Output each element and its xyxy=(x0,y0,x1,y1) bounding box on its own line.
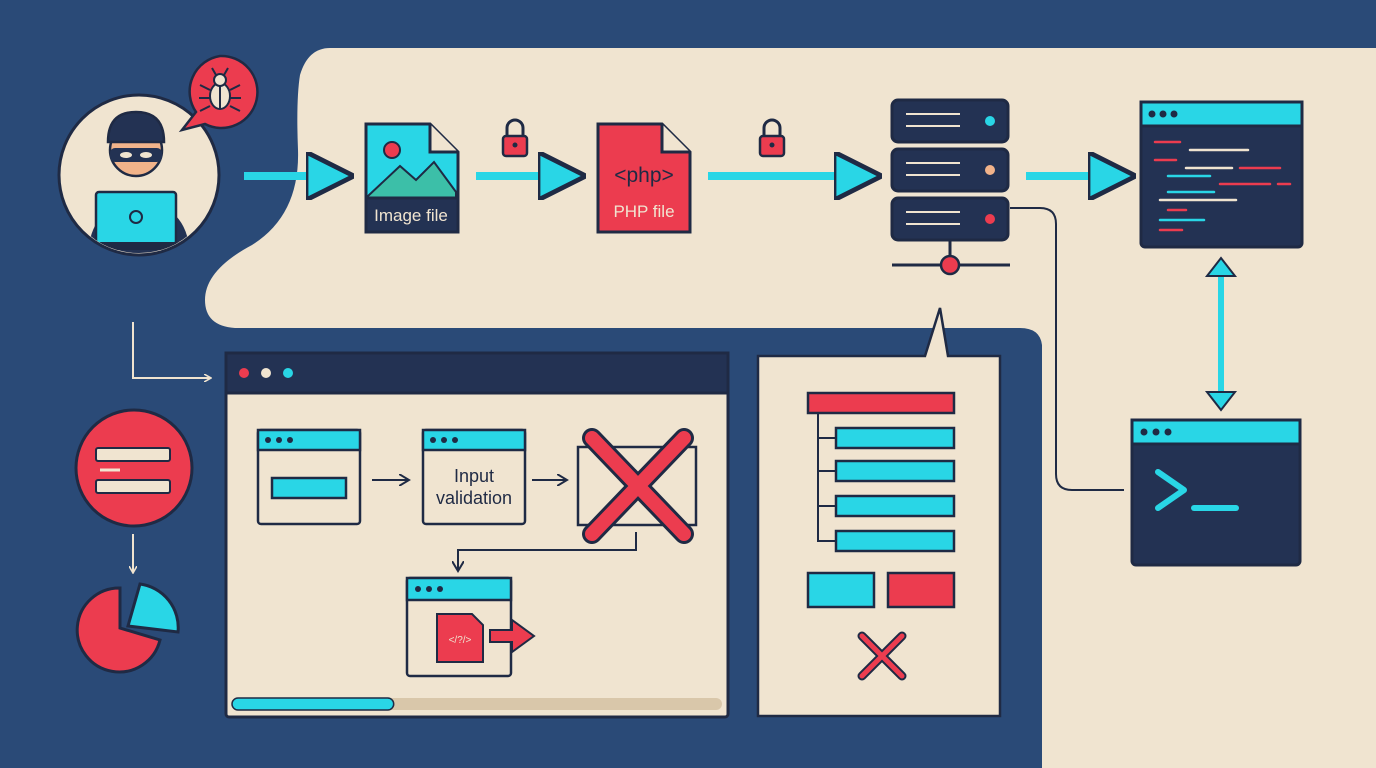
terminal-prompt-icon: >_ xyxy=(1130,418,1302,567)
php-file-icon: <php> PHP file xyxy=(596,122,692,234)
pie-chart-icon xyxy=(75,582,180,674)
padlock-icon xyxy=(758,118,786,158)
code-file-icon: </?/> xyxy=(436,613,484,663)
padlock-icon xyxy=(501,118,529,158)
image-file-icon: Image file xyxy=(364,122,460,234)
form-window xyxy=(256,428,362,526)
small-file-code-label: </?/> xyxy=(449,635,472,646)
document-panel xyxy=(756,307,1002,718)
attacker-icon xyxy=(57,93,221,257)
connector-server-to-terminal xyxy=(1010,207,1124,491)
upload-progress-bar xyxy=(231,697,722,711)
background-panels xyxy=(205,48,1376,768)
php-file-label: PHP file xyxy=(613,202,674,221)
rejected-box-icon xyxy=(576,428,698,544)
input-validation-label-line2: validation xyxy=(436,488,512,508)
upload-arrow-icon xyxy=(489,618,536,654)
bidirectional-arrow xyxy=(1204,256,1238,412)
upload-window: </?/> xyxy=(405,576,536,678)
connector-attacker-to-browser xyxy=(132,322,210,378)
input-validation-label-line1: Input xyxy=(454,466,494,486)
server-stack-icon xyxy=(890,98,1010,276)
top-panel xyxy=(205,48,1376,768)
red-x-icon xyxy=(857,631,907,681)
php-tag-label: <php> xyxy=(614,164,674,187)
arrow-reject-to-upload xyxy=(458,532,637,570)
browser-window: Input validation </?/> xyxy=(224,351,730,719)
code-editor-window-icon xyxy=(1139,100,1304,249)
list-icon xyxy=(74,408,194,528)
input-validation-window: Input validation xyxy=(421,428,527,526)
bug-icon xyxy=(178,54,259,133)
image-file-label: Image file xyxy=(374,206,448,225)
